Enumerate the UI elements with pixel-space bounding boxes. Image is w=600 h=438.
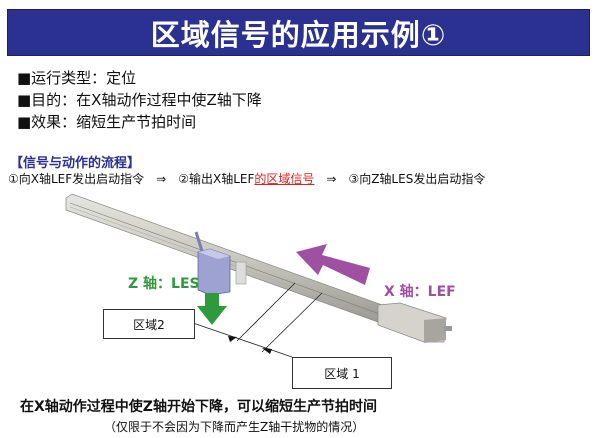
flow-heading: 【信号与动作的流程】 (10, 156, 141, 171)
dimension-arrowhead (228, 336, 237, 342)
flow-steps: ①向X轴LEF发出启动指令 ⇒ ②输出X轴LEF的区域信号 ⇒ ③向Z轴LES发出启动指… (8, 170, 485, 187)
flow-step-1: ①向X轴LEF发出启动指令 (8, 172, 145, 186)
flow-arrow: ⇒ (156, 172, 167, 186)
page-title: 区域信号的应用示例① (150, 17, 447, 52)
z-axis-cable (194, 231, 204, 252)
flow-step-2: ②输出X轴LEF (178, 172, 255, 186)
bullet-operation-type: ■运行类型：定位 (17, 69, 137, 87)
title-bar: 区域信号的应用示例① (7, 9, 590, 56)
x-axis-direction-arrow (296, 244, 370, 285)
dimension-arrowhead (262, 348, 272, 354)
bullet-purpose: ■目的：在X轴动作过程中使Z轴下降 (17, 91, 262, 109)
zone-leader-line (236, 282, 296, 342)
bullet-list: ■运行类型：定位 ■目的：在X轴动作过程中使Z轴下降 ■效果：缩短生产节拍时间 (17, 67, 262, 133)
z-axis-down-arrow (197, 293, 227, 325)
zone-2-box: 区域2 (103, 309, 195, 339)
flow-step-2-highlight: 的区域信号 (254, 172, 315, 186)
note-text: （仅限于不会因为下降而产生Z轴干扰物的情况） (104, 420, 365, 434)
summary-text: 在X轴动作过程中使Z轴开始下降，可以缩短生产节拍时间 (20, 399, 377, 415)
motor-end-face (424, 318, 446, 343)
flow-step-3: ③向Z轴LES发出启动指令 (348, 172, 486, 186)
motor-shaft (444, 326, 452, 331)
zone-1-box: 区域 1 (292, 357, 392, 389)
z-axis-label: Z 轴：LES (128, 276, 200, 292)
x-axis-label: X 轴：LEF (384, 284, 456, 300)
zone-boundary-line (192, 322, 293, 358)
z-axis-actuator-top (198, 249, 230, 259)
flow-arrow: ⇒ (326, 172, 337, 186)
bullet-effect: ■效果：缩短生产节拍时间 (17, 113, 197, 131)
zone-leader-line (261, 292, 323, 353)
slider-block (235, 261, 247, 285)
